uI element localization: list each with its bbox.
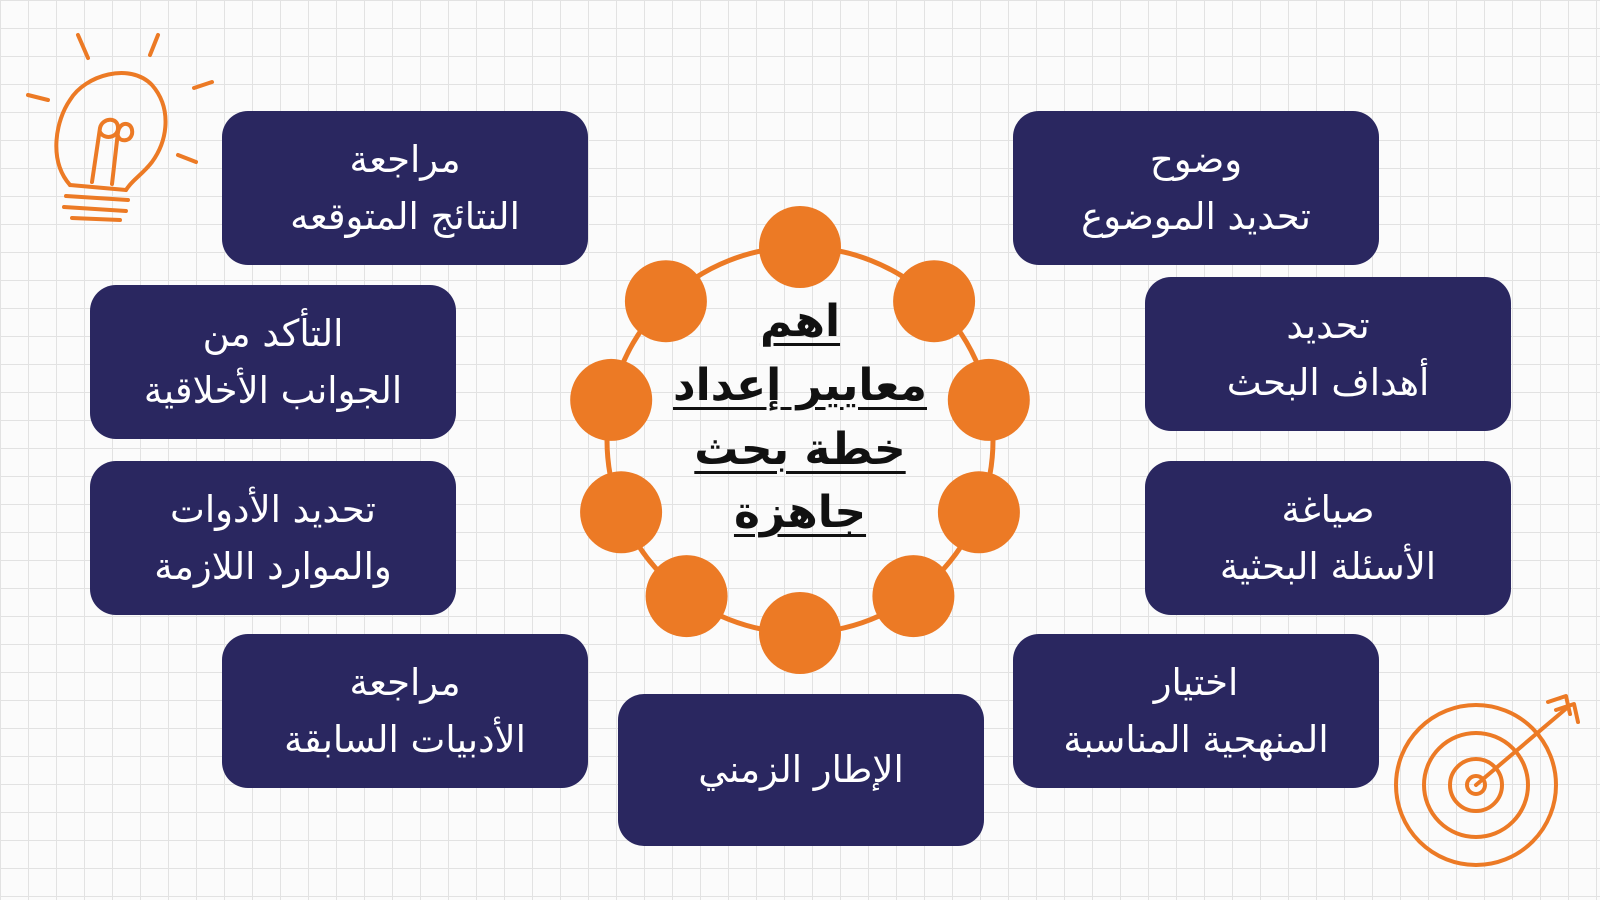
card-line-2: تحديد الموضوع: [1081, 195, 1311, 238]
ring-dot: [759, 592, 841, 674]
card-line-1: التأكد من: [202, 311, 344, 355]
ring-dot: [893, 260, 976, 343]
title-line-3: خطة بحث: [694, 423, 906, 475]
card-line-2: والموارد اللازمة: [154, 545, 392, 588]
title-line-1: اهم: [759, 296, 841, 347]
ring-dot: [570, 358, 653, 441]
criterion-card-expected-results: مراجعة النتائج المتوقعه: [222, 111, 588, 265]
ring-dot: [645, 555, 728, 638]
card-line-2: النتائج المتوقعه: [290, 195, 520, 238]
card-line-1: تحديد: [1286, 303, 1370, 347]
title-line-4: جاهزة: [733, 487, 867, 539]
criterion-card-timeframe: الإطار الزمني: [618, 694, 984, 846]
card-line-1: وضوح: [1149, 137, 1243, 181]
ring-dot: [624, 260, 707, 343]
card-line-2: الأسئلة البحثية: [1219, 545, 1437, 588]
ring-dot: [872, 555, 955, 638]
criterion-card-research-objectives: تحديد أهداف البحث: [1145, 277, 1511, 431]
center-title: اهم معايير إعداد خطة بحث جاهزة: [640, 290, 960, 545]
criterion-card-methodology: اختيار المنهجية المناسبة: [1013, 634, 1379, 788]
card-line-1: مراجعة: [349, 660, 461, 704]
card-line-1: تحديد الأدوات: [170, 487, 376, 531]
criterion-card-ethical-aspects: التأكد من الجوانب الأخلاقية: [90, 285, 456, 439]
ring-dot: [947, 358, 1030, 441]
criterion-card-tools-resources: تحديد الأدوات والموارد اللازمة: [90, 461, 456, 615]
ring-dot: [580, 471, 663, 554]
card-line-2: الجوانب الأخلاقية: [143, 369, 403, 412]
card-line-1: الإطار الزمني: [698, 748, 904, 792]
ring-dot: [759, 206, 841, 288]
card-line-2: أهداف البحث: [1226, 361, 1430, 404]
card-line-2: المنهجية المناسبة: [1063, 718, 1329, 761]
title-line-2: معايير إعداد: [673, 359, 927, 411]
ring-dots: [570, 206, 1030, 674]
criterion-card-research-questions: صياغة الأسئلة البحثية: [1145, 461, 1511, 615]
card-line-1: مراجعة: [349, 137, 461, 181]
card-line-2: الأدبيات السابقة: [284, 718, 526, 761]
card-line-1: اختيار: [1153, 660, 1239, 704]
criterion-card-literature-review: مراجعة الأدبيات السابقة: [222, 634, 588, 788]
card-line-1: صياغة: [1281, 487, 1375, 531]
ring-dot: [937, 471, 1020, 554]
criterion-card-topic-clarity: وضوح تحديد الموضوع: [1013, 111, 1379, 265]
